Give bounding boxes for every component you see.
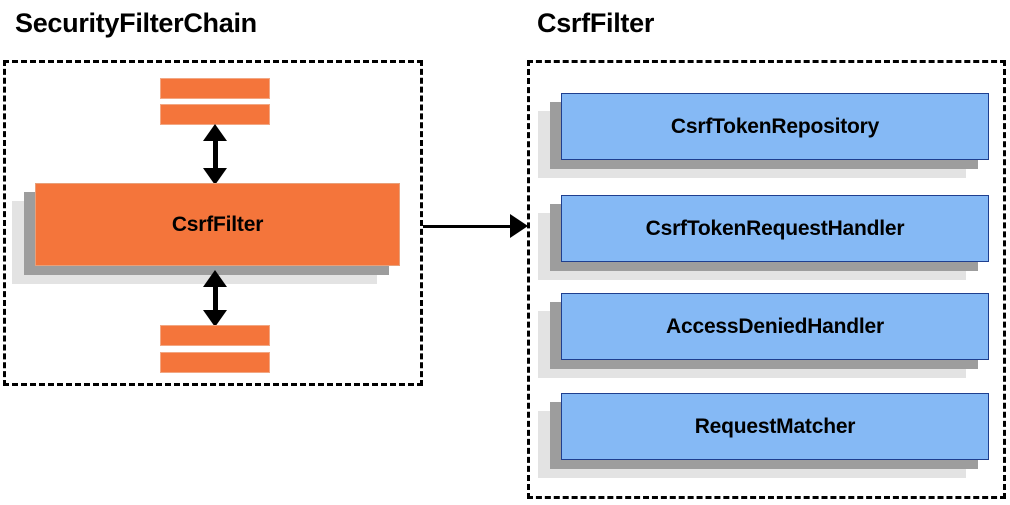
node-label: RequestMatcher — [561, 393, 989, 460]
security-filter-chain-container — [3, 60, 423, 386]
node-csrf-filter-label: CsrfFilter — [35, 183, 400, 266]
cross-panel-arrow-line — [423, 225, 513, 228]
node-access-denied-handler[interactable]: AccessDeniedHandler — [538, 293, 989, 378]
node-csrf-token-repository[interactable]: CsrfTokenRepository — [538, 93, 989, 178]
node-csrf-token-request-handler[interactable]: CsrfTokenRequestHandler — [538, 195, 989, 280]
node-request-matcher[interactable]: RequestMatcher — [538, 393, 989, 478]
connector-bottom-line — [213, 276, 218, 320]
csrf-filter-container — [527, 60, 1006, 499]
node-csrf-filter[interactable]: CsrfFilter — [12, 183, 400, 284]
filter-stub-top-1 — [160, 78, 270, 99]
connector-bottom-arrowhead-down — [203, 310, 227, 327]
node-label: CsrfTokenRepository — [561, 93, 989, 160]
filter-stub-bottom-2 — [160, 352, 270, 373]
node-label: AccessDeniedHandler — [561, 293, 989, 360]
connector-top-arrowhead-up — [203, 124, 227, 141]
cross-panel-arrowhead — [510, 214, 528, 238]
page-title-security-filter-chain: SecurityFilterChain — [15, 8, 257, 38]
connector-bottom-arrowhead-up — [203, 270, 227, 287]
page-title-csrf-filter: CsrfFilter — [537, 8, 655, 38]
filter-stub-top-2 — [160, 104, 270, 125]
node-label: CsrfTokenRequestHandler — [561, 195, 989, 262]
filter-stub-bottom-1 — [160, 325, 270, 346]
connector-top-line — [213, 130, 218, 178]
connector-top-arrowhead-down — [203, 168, 227, 185]
